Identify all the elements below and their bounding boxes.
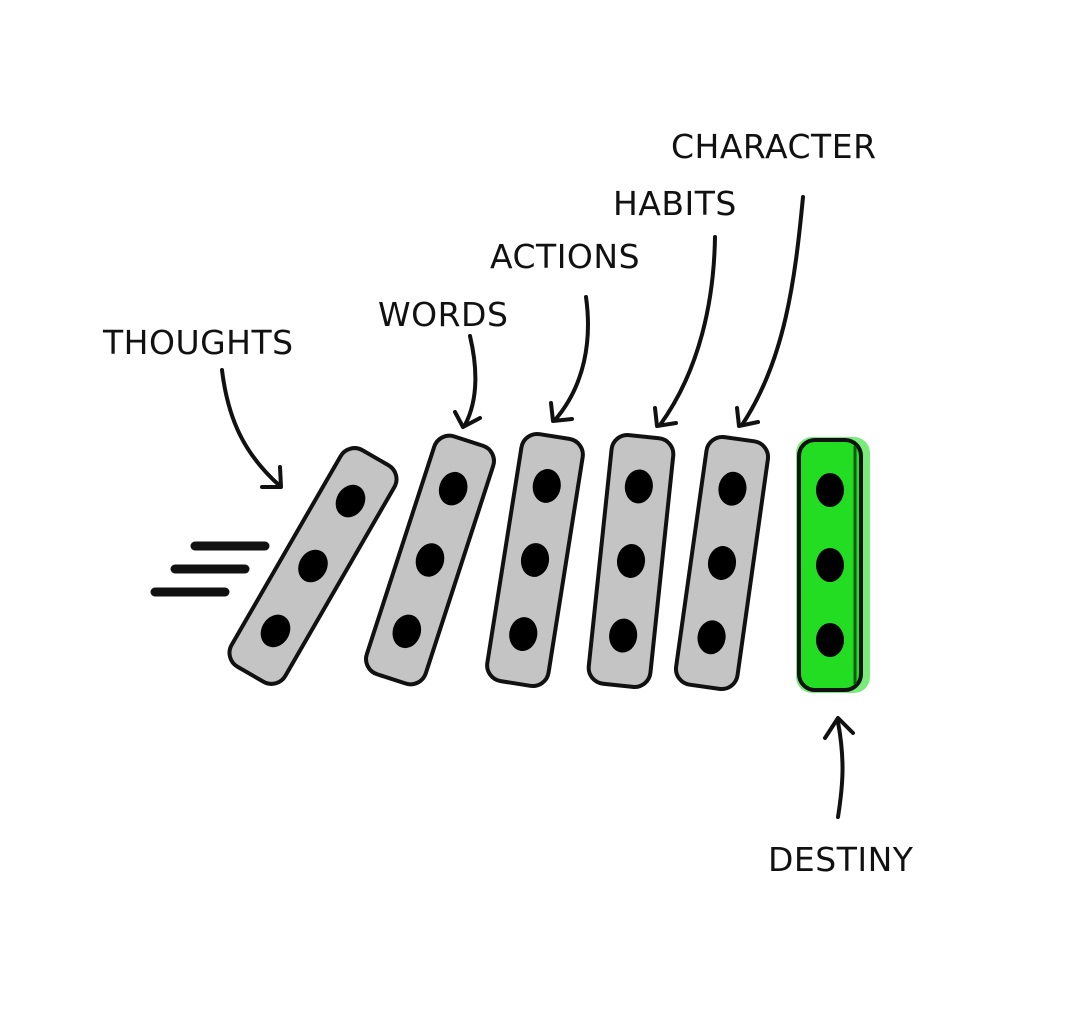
label-habits: HABITS [613,184,737,223]
label-actions: ACTIONS [490,237,640,276]
domino-row [227,431,870,693]
domino-pip [392,614,422,649]
domino-pip [707,546,737,580]
domino-pip [520,543,550,577]
domino-pip [816,623,844,657]
domino-pip [624,469,653,504]
domino-pip [532,468,561,503]
domino-pip [438,471,468,506]
arrow-thoughts-icon [220,368,283,489]
domino-words [364,433,496,687]
speed-lines-icon [150,541,270,597]
domino-pip [335,484,366,518]
domino-pip [697,620,726,655]
domino-actions [485,431,585,689]
label-words: WORDS [378,295,508,334]
domino-destiny [796,437,870,693]
arrow-words-icon [453,334,482,429]
label-character: CHARACTER [671,127,877,166]
label-destiny: DESTINY [768,840,914,879]
domino-habits [586,433,676,689]
arrow-character-icon [735,195,805,428]
arrow-actions-icon [549,295,590,423]
domino-character [673,434,771,692]
domino-pip [415,543,445,577]
domino-pip [260,614,291,648]
domino-pip [298,549,328,583]
arrow-habits-icon [653,235,717,428]
arrow-destiny-icon [823,716,855,819]
domino-pip [816,548,844,582]
domino-pip [509,617,538,652]
domino-pip [609,618,638,653]
domino-thoughts [227,446,399,686]
domino-pip [616,544,646,578]
domino-pip [816,473,844,507]
domino-pip [718,471,747,506]
label-thoughts: THOUGHTS [102,323,294,362]
